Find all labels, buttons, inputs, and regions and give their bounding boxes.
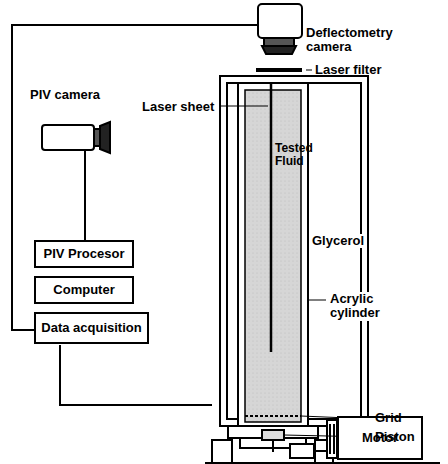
data-acquisition-box: Data acquisition <box>34 312 149 344</box>
part-label: Laser sheet <box>142 100 214 114</box>
part-label: Laser filter <box>315 63 381 77</box>
part-label: Glycerol <box>310 234 366 248</box>
part-label: Piston <box>375 430 415 444</box>
box-text: PIV Procesor <box>44 247 125 261</box>
camera-label: Deflectometry camera <box>306 26 426 55</box>
fluid-label: Tested Fluid <box>275 142 301 168</box>
part-label: Grid <box>375 411 402 425</box>
part-label: Acrylic cylinder <box>328 292 412 321</box>
computer-box: Computer <box>34 276 134 304</box>
processor-box: PIV Procesor <box>34 240 134 268</box>
camera-label: PIV camera <box>30 88 100 102</box>
box-text: Data acquisition <box>41 321 141 335</box>
box-text: Computer <box>53 283 114 297</box>
